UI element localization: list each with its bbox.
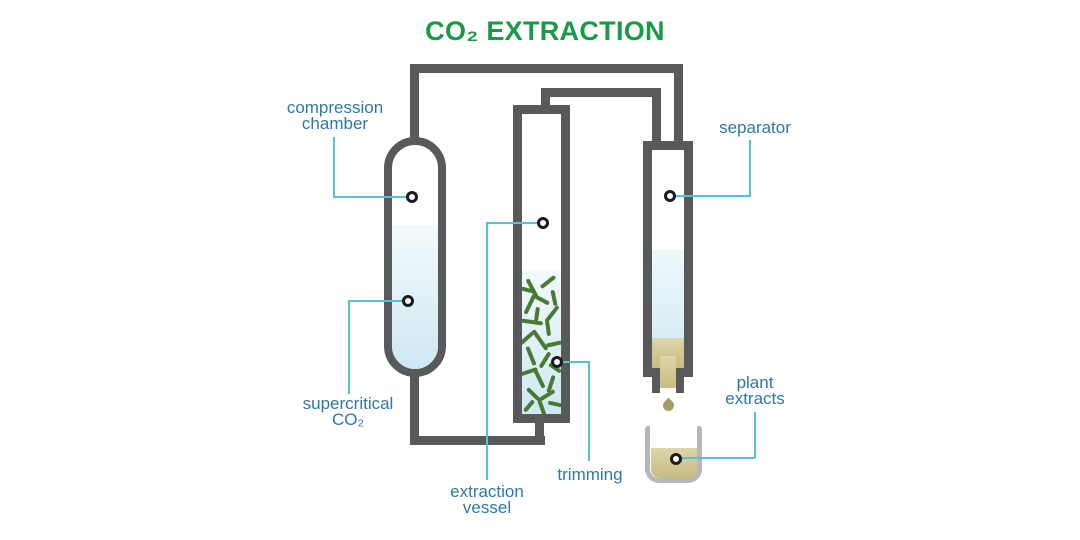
plant-extracts-leader-v <box>754 412 756 458</box>
separator-spout-left-wall <box>652 377 660 393</box>
pipe-return-horizontal <box>410 64 683 73</box>
collection-beaker <box>645 426 702 483</box>
supercritical-co2-marker <box>402 295 414 307</box>
separator-co2-liquid <box>652 250 684 338</box>
trimming-stick <box>539 274 557 290</box>
extraction-vessel-leader-v <box>486 222 488 480</box>
pipe-bottom-horizontal <box>410 436 545 445</box>
trimming-stick <box>544 319 552 337</box>
supercritical-co2-leader-h <box>348 300 402 302</box>
trimming-stick <box>522 399 536 413</box>
separator-marker <box>664 190 676 202</box>
separator-label: separator <box>719 118 791 137</box>
trimming-leader-v <box>588 361 590 461</box>
trimming-label: trimming <box>557 465 623 484</box>
plant-extracts-marker <box>670 453 682 465</box>
pipe-extraction-outlet-stub <box>541 88 550 110</box>
separator-leader-h <box>676 195 751 197</box>
separator-spout-liquid <box>660 356 676 388</box>
diagram-title: CO₂ EXTRACTION <box>425 16 665 46</box>
separator-spout-right-wall <box>676 377 684 393</box>
trimming-leader-h <box>563 361 589 363</box>
trimming-stick <box>537 399 547 414</box>
trimming-marker <box>551 356 563 368</box>
pipe-return-downcomer <box>674 64 683 150</box>
trimming-stick <box>522 318 544 326</box>
trimming-stick <box>532 367 546 389</box>
supercritical-co2-label: supercritical CO₂ <box>302 394 394 429</box>
compression-chamber-liquid <box>392 225 438 369</box>
trimmings-layer <box>522 270 561 414</box>
compression-chamber-leader-v <box>333 137 335 197</box>
extraction-vessel-marker <box>537 217 549 229</box>
compression-chamber-marker <box>406 191 418 203</box>
extraction-vessel-leader-h <box>488 222 537 224</box>
compression-chamber-label: compression chamber <box>286 98 384 133</box>
trimming-stick <box>534 306 540 322</box>
trimming-stick <box>550 289 558 307</box>
plant-extracts-label: plant extracts <box>725 373 785 408</box>
extract-drop-icon <box>660 397 677 414</box>
extraction-vessel-label: extraction vessel <box>450 482 524 517</box>
trimming-stick <box>525 345 537 367</box>
trimming-stick <box>533 294 551 306</box>
pipe-extraction-inlet-riser <box>535 416 544 445</box>
pipe-compression-riser <box>410 64 419 145</box>
compression-chamber-leader-h <box>333 196 406 198</box>
trimming-stick <box>547 400 561 408</box>
plant-extracts-leader-h <box>682 457 755 459</box>
pipe-extraction-to-separator-horizontal <box>541 88 661 97</box>
trimming-stick <box>545 340 561 348</box>
pipe-separator-inlet-downcomer <box>652 88 661 150</box>
pipe-compression-outlet-downcomer <box>410 370 419 445</box>
supercritical-co2-leader-v <box>348 300 350 394</box>
separator-leader-v <box>749 140 751 196</box>
